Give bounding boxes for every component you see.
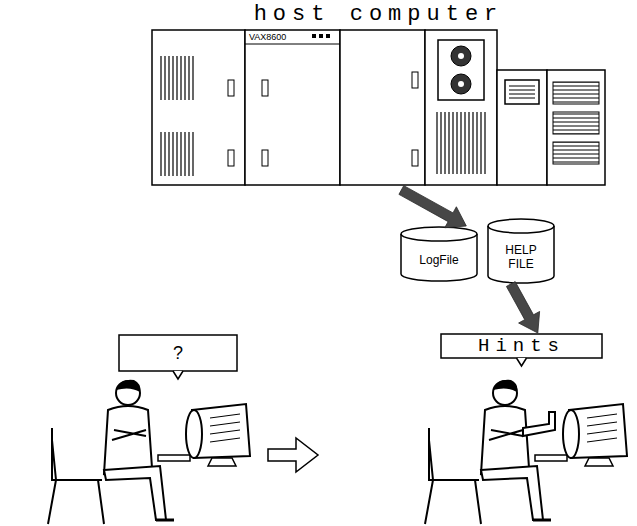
cabinet	[340, 30, 425, 185]
seated-user	[425, 380, 627, 524]
tape-reel	[451, 46, 471, 66]
cabinet-body	[340, 30, 425, 185]
reel-hub	[458, 81, 464, 87]
cabinet-body	[425, 30, 497, 185]
handle	[262, 150, 268, 166]
speech-bubble: ?	[118, 334, 238, 372]
vent-grille	[160, 132, 194, 176]
transition-arrow	[268, 438, 318, 472]
cylinder-body	[401, 227, 477, 281]
screen-lines	[509, 84, 535, 100]
model-name: VAX8600	[249, 32, 286, 42]
cabinet-body	[497, 70, 547, 185]
handle	[412, 72, 418, 88]
satisfied-user	[425, 380, 627, 524]
tape-reel	[451, 74, 471, 94]
console	[497, 70, 547, 185]
handle	[412, 150, 418, 166]
indicator	[326, 34, 330, 38]
host-computer: host computer	[150, 0, 607, 190]
puzzled-user	[48, 380, 250, 524]
indicator	[319, 34, 323, 38]
thumbs-up	[523, 412, 555, 436]
speech-bubble-text: Hints	[478, 335, 565, 357]
cylinder-rim	[401, 234, 477, 241]
console-screen	[505, 80, 539, 104]
cylinder-body	[488, 219, 554, 283]
help-file: HELP FILE	[487, 218, 555, 284]
flow-arrow	[506, 282, 539, 333]
speech-bubble-text: ?	[173, 343, 183, 364]
bubble-tail	[517, 358, 527, 366]
flow-arrow	[399, 186, 466, 228]
cabinet-body	[245, 30, 340, 185]
speech-bubble: Hints	[440, 333, 603, 359]
disk-drives	[547, 70, 605, 185]
log-file: LogFile	[400, 226, 478, 282]
name-band	[245, 44, 340, 45]
bubble-tail	[173, 371, 183, 379]
drive-unit	[553, 112, 599, 134]
tape-drive	[425, 30, 497, 185]
tape-window	[438, 40, 484, 100]
cabinet	[152, 30, 245, 185]
indicator	[312, 34, 316, 38]
bubble-box	[119, 335, 237, 371]
cylinder-rim	[488, 226, 554, 233]
handle	[262, 80, 268, 96]
cabinet-body	[547, 70, 605, 185]
vent-grille	[160, 56, 194, 100]
drive-unit	[553, 142, 599, 164]
handle	[228, 80, 234, 96]
host-computer-text: host computer	[254, 2, 504, 27]
bubble-box	[441, 334, 602, 358]
help-file-text: HELP FILE	[499, 243, 543, 271]
cabinet	[245, 30, 340, 185]
handle	[228, 150, 234, 166]
drive-unit	[553, 82, 599, 104]
log-file-text: LogFile	[419, 253, 458, 267]
reel-hub	[458, 53, 464, 59]
host-computer-illustration	[152, 30, 605, 185]
vent-grille	[435, 112, 487, 174]
cabinet-body	[152, 30, 245, 185]
